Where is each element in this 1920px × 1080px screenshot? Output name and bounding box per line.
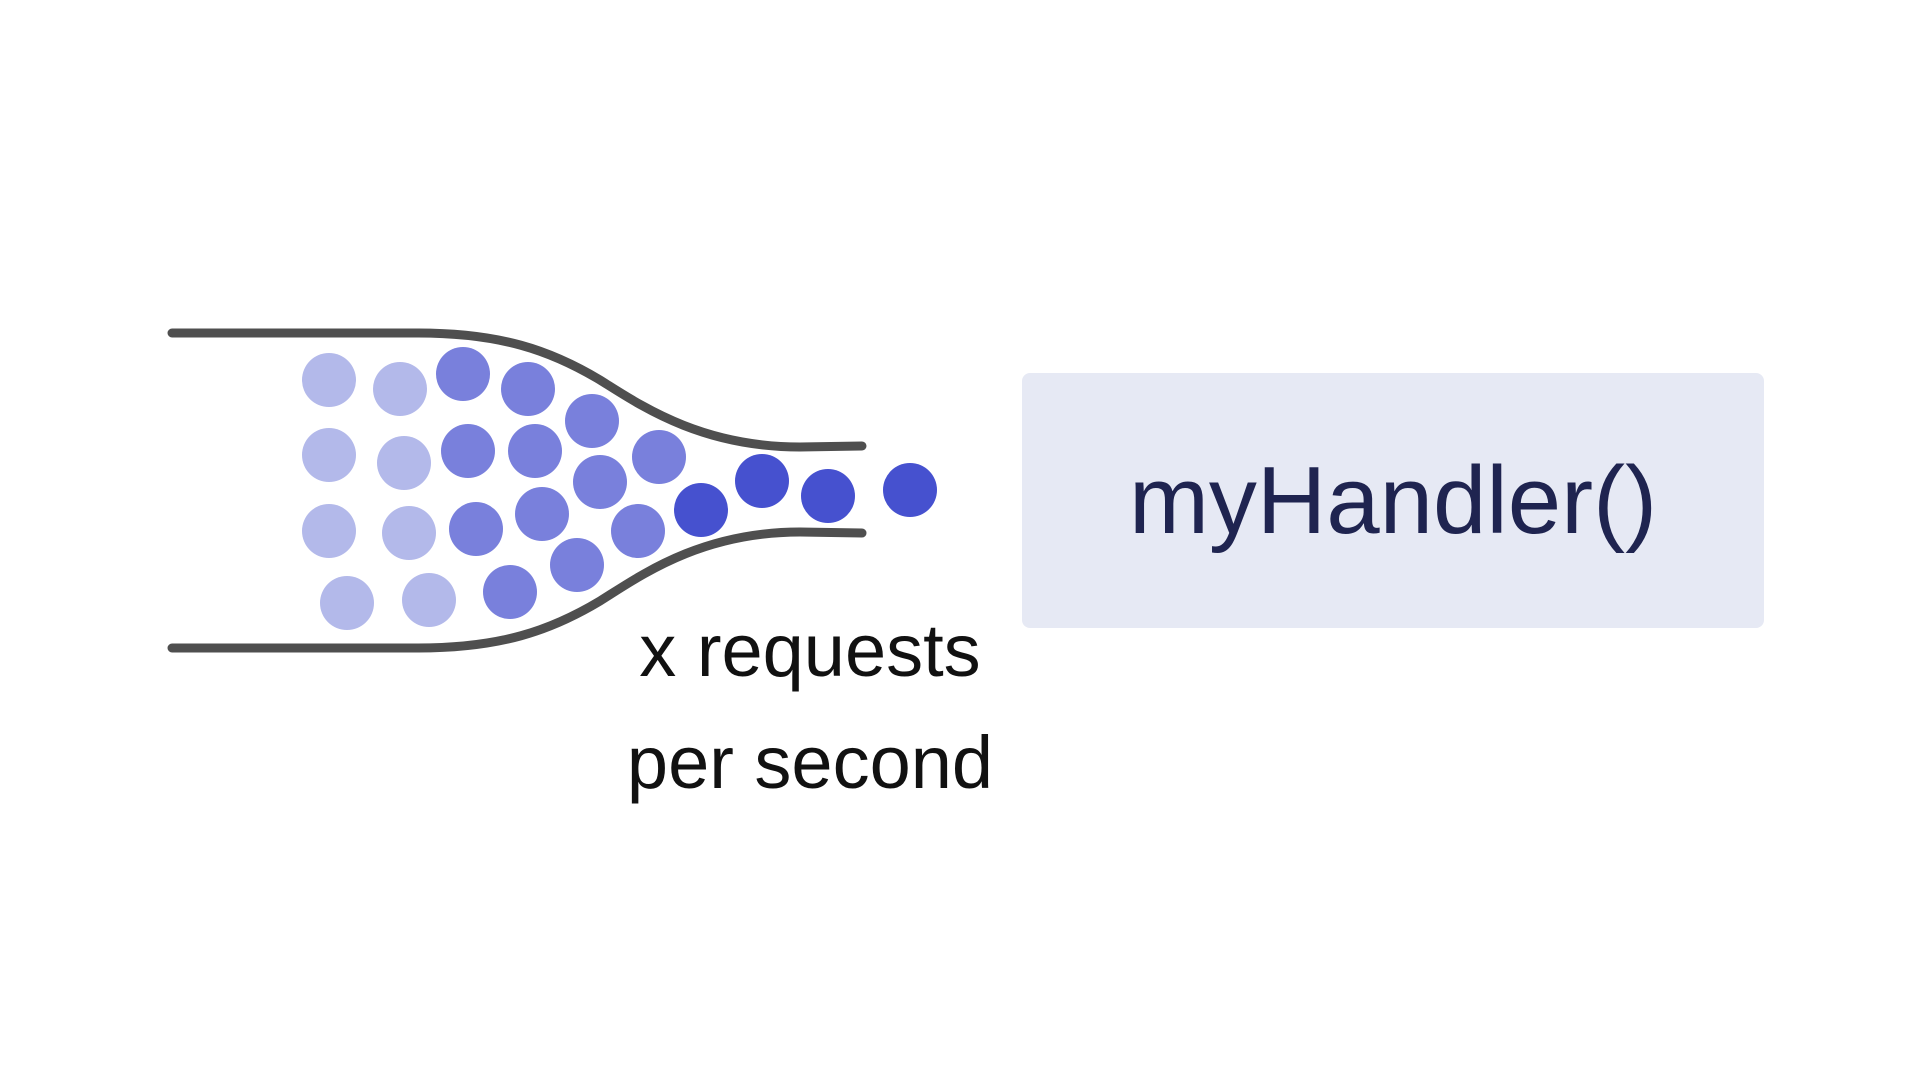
request-dot (611, 504, 665, 558)
request-dot (735, 454, 789, 508)
request-dot (402, 573, 456, 627)
rate-label: x requests per second (560, 595, 1060, 819)
request-dot (632, 430, 686, 484)
funnel-bottom-wall (167, 527, 867, 653)
request-dot (441, 424, 495, 478)
request-dot (550, 538, 604, 592)
handler-box: myHandler() (1022, 373, 1764, 628)
request-dot (449, 502, 503, 556)
handler-label: myHandler() (1128, 446, 1658, 554)
request-dot (508, 424, 562, 478)
request-dot (674, 483, 728, 537)
request-dot (515, 487, 569, 541)
request-dot (565, 394, 619, 448)
request-dot (573, 455, 627, 509)
request-dot (373, 362, 427, 416)
request-dot (801, 469, 855, 523)
request-dot (320, 576, 374, 630)
request-dot (483, 565, 537, 619)
rate-label-line1: x requests (639, 609, 981, 692)
request-dot (302, 353, 356, 407)
request-dot (302, 504, 356, 558)
request-dot (501, 362, 555, 416)
request-dot (377, 436, 431, 490)
request-dot (302, 428, 356, 482)
request-dot (382, 506, 436, 560)
funnel-top-wall (167, 328, 867, 452)
rate-label-line2: per second (626, 721, 994, 804)
request-dot (436, 347, 490, 401)
request-dot (883, 463, 937, 517)
